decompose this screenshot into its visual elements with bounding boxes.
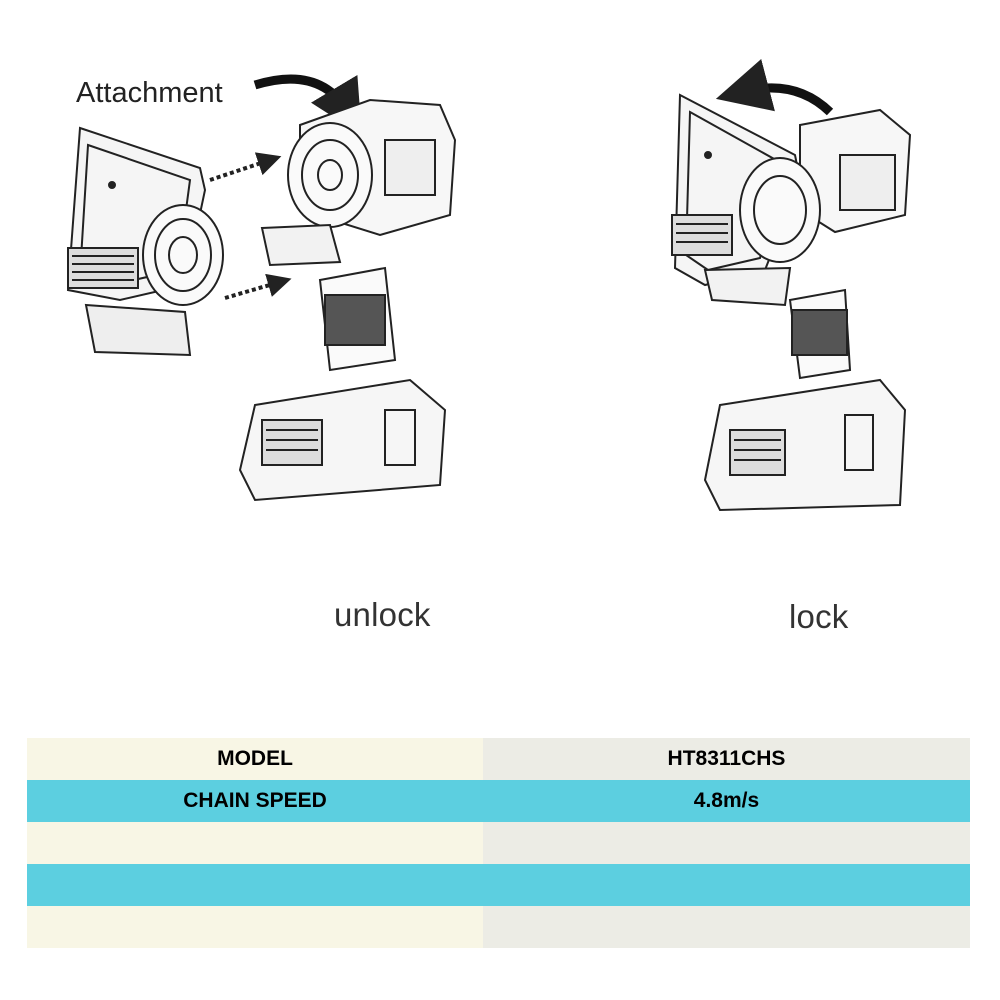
spec-label: MODEL	[27, 738, 483, 780]
table-row: CHAIN SPEED 4.8m/s	[27, 780, 970, 822]
attachment-label: Attachment	[76, 77, 223, 109]
table-row	[27, 864, 970, 906]
chainsaw-assembled-right	[671, 93, 912, 512]
power-head-left	[238, 98, 457, 502]
insert-arrow-upper	[209, 152, 282, 182]
rotate-arrow-left-diagram	[253, 74, 362, 136]
lock-caption: lock	[789, 598, 849, 635]
spec-value: 4.8m/s	[483, 780, 970, 822]
spec-label	[27, 864, 483, 906]
spec-value	[483, 906, 970, 948]
spec-value	[483, 822, 970, 864]
spec-label: CHAIN SPEED	[27, 780, 483, 822]
table-row: MODEL HT8311CHS	[27, 738, 970, 780]
product-illustration	[66, 59, 912, 512]
spec-table: MODEL HT8311CHS CHAIN SPEED 4.8m/s	[27, 738, 970, 948]
rotate-arrow-right-diagram	[715, 59, 834, 116]
spec-label	[27, 906, 483, 948]
spec-value	[483, 864, 970, 906]
spec-value: HT8311CHS	[483, 738, 970, 780]
insert-arrow-lower	[224, 273, 292, 300]
table-row	[27, 906, 970, 948]
spec-label	[27, 822, 483, 864]
unlock-caption: unlock	[334, 596, 431, 633]
chainsaw-attachment-detached	[66, 126, 224, 357]
table-row	[27, 822, 970, 864]
